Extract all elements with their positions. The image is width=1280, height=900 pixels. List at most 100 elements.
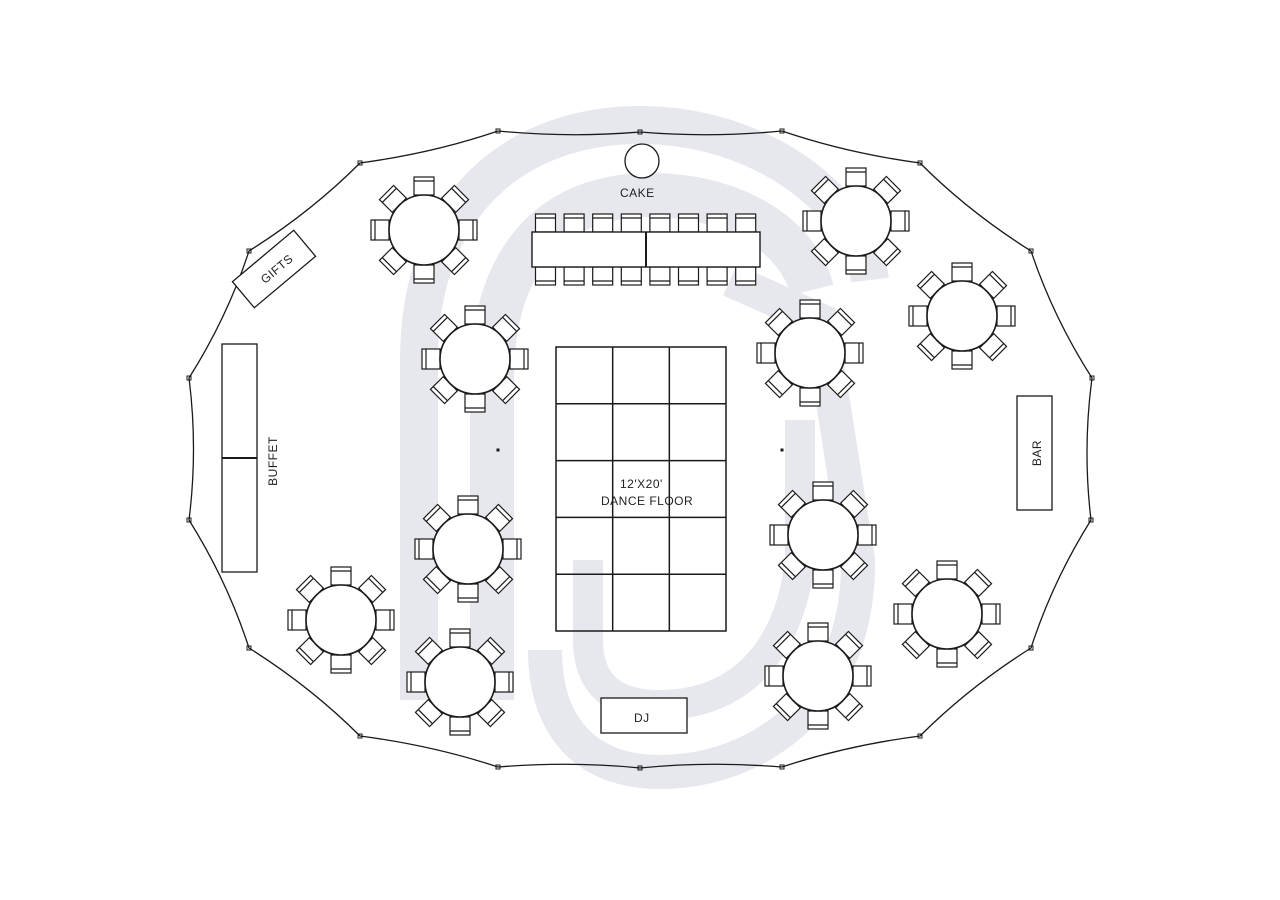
tent-pole-icon [637, 765, 643, 771]
chair-seat [509, 348, 529, 370]
chair-seat [457, 583, 479, 603]
chair-icon [563, 266, 585, 286]
chair-back [837, 310, 853, 326]
chair-seat [534, 266, 557, 286]
chair-icon [449, 716, 471, 736]
chair-seat [893, 603, 913, 625]
tent-pole-icon [1088, 517, 1094, 523]
chair-back [850, 492, 866, 508]
chair-icon [534, 266, 557, 286]
chair-seat [677, 266, 700, 286]
round-table-T11 [764, 622, 872, 730]
chair-icon [845, 167, 867, 187]
chair-icon [807, 710, 829, 730]
chair-back [425, 576, 441, 592]
chair-icon [735, 266, 757, 286]
chair-seat [764, 665, 784, 687]
chair-back [298, 577, 314, 593]
chair-icon [457, 495, 479, 515]
chair-icon [406, 671, 426, 693]
chair-back [767, 380, 783, 396]
chair-icon [812, 569, 834, 589]
chair-seat [592, 213, 614, 233]
round-table-T2 [802, 167, 910, 275]
layout-layer [186, 128, 1095, 771]
chair-seat [370, 219, 390, 241]
chair-back [904, 571, 920, 587]
gifts-table [231, 229, 317, 309]
chair-back [298, 647, 314, 663]
chair-seat [908, 305, 928, 327]
chair-seat [375, 609, 395, 631]
chair-seat [458, 219, 478, 241]
chair-icon [936, 648, 958, 668]
round-table-top [432, 513, 504, 585]
chair-icon [649, 266, 671, 286]
chair-icon [890, 210, 910, 232]
chair-seat [799, 387, 821, 407]
chair-back [368, 647, 384, 663]
chair-icon [706, 213, 728, 233]
round-table-top [820, 185, 892, 257]
round-table-T8 [287, 566, 395, 674]
chair-seat [735, 213, 757, 233]
bar-counter [1016, 395, 1053, 511]
chair-icon [844, 342, 864, 364]
chair-seat [951, 350, 973, 370]
chair-seat [807, 710, 829, 730]
chair-back [432, 316, 448, 332]
round-table-T3 [908, 262, 1016, 370]
chair-seat [464, 305, 486, 325]
chair-seat [494, 671, 514, 693]
tent-pole-icon [246, 645, 252, 651]
chair-seat [735, 266, 757, 286]
chair-icon [449, 628, 471, 648]
chair-icon [534, 213, 557, 233]
chair-seat [807, 622, 829, 642]
round-table-top [305, 584, 377, 656]
tent-pole-icon [637, 129, 643, 135]
round-table-T5 [756, 299, 864, 407]
chair-icon [429, 313, 459, 343]
chair-back [487, 709, 503, 725]
chair-back [425, 506, 441, 522]
chair-icon [996, 305, 1016, 327]
chair-icon [857, 524, 877, 546]
chair-seat [706, 213, 728, 233]
chair-icon [981, 603, 1001, 625]
chair-seat [592, 266, 614, 286]
tent-pole-icon [357, 160, 363, 166]
chair-seat [845, 167, 867, 187]
chair-back [989, 343, 1005, 359]
round-table-top [388, 194, 460, 266]
chair-icon [893, 603, 913, 625]
chair-icon [799, 387, 821, 407]
chair-icon [502, 538, 522, 560]
head-table [531, 213, 761, 286]
tent-pole-icon [1028, 248, 1034, 254]
chair-icon [812, 481, 834, 501]
chair-back [775, 633, 791, 649]
chair-back [837, 380, 853, 396]
chair-seat [563, 213, 585, 233]
tent-pole-icon [917, 160, 923, 166]
center-pole-icon [496, 448, 500, 452]
chair-back [919, 273, 935, 289]
chair-icon [464, 393, 486, 413]
chair-back [381, 257, 397, 273]
chair-icon [494, 671, 514, 693]
chair-back [845, 633, 861, 649]
chair-back [767, 310, 783, 326]
chair-back [495, 506, 511, 522]
chair-icon [807, 622, 829, 642]
chair-back [974, 641, 990, 657]
chair-icon [509, 348, 529, 370]
chair-back [974, 571, 990, 587]
chair-back [883, 248, 899, 264]
chair-back [850, 562, 866, 578]
chair-seat [769, 524, 789, 546]
chair-back [368, 577, 384, 593]
chair-seat [449, 716, 471, 736]
chair-seat [620, 213, 642, 233]
chair-icon [677, 213, 700, 233]
